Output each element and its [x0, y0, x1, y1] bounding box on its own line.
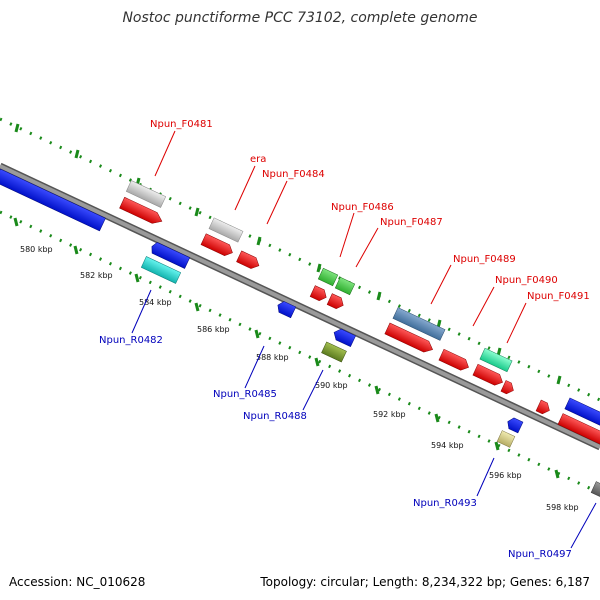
gene-arrow: [208, 217, 244, 243]
tick-label: 582 kbp: [80, 271, 113, 280]
gene-arrow: [140, 256, 182, 284]
tick-label: 590 kbp: [315, 381, 348, 390]
gene-label: Npun_R0485: [213, 389, 277, 400]
tick-label: 598 kbp: [546, 503, 579, 512]
forward-gene-labels: Npun_F0481 era Npun_F0484 Npun_F0486 Npu…: [150, 119, 590, 302]
gene-arrow: [384, 322, 433, 353]
lower-major-ticks: [13, 217, 560, 479]
gene-label: Npun_F0487: [380, 217, 443, 228]
gene-arrow: [438, 348, 469, 371]
gene-arrow: [333, 328, 356, 348]
gene-label: Npun_R0482: [99, 335, 163, 346]
tick-label: 594 kbp: [431, 441, 464, 450]
gene-label: Npun_R0493: [413, 498, 477, 509]
gene-arrow: [500, 380, 514, 395]
reverse-gene-labels: Npun_R0482 Npun_R0485 Npun_R0488 Npun_R0…: [99, 335, 572, 560]
map-title: Nostoc punctiforme PCC 73102, complete g…: [122, 10, 477, 26]
gene-arrow: [326, 293, 344, 309]
genome-summary-text: Topology: circular; Length: 8,234,322 bp…: [259, 575, 590, 589]
upper-scale-track: [0, 117, 600, 402]
gene-label: Npun_F0486: [331, 202, 394, 213]
accession-text: Accession: NC_010628: [9, 575, 145, 589]
gene-arrow: [557, 413, 600, 447]
gene-label: Npun_F0490: [495, 275, 558, 286]
gene-arrow: [334, 276, 356, 296]
reverse-leader-lines: [131, 289, 597, 549]
gene-arrow: [590, 481, 600, 501]
gene-arrow: [309, 285, 327, 301]
gene-arrow: [479, 347, 513, 373]
gene-label: Npun_R0488: [243, 411, 307, 422]
gene-arrow: [0, 168, 106, 232]
gene-arrow: [236, 250, 260, 269]
tick-label: 596 kbp: [489, 471, 522, 480]
gene-arrow: [277, 301, 297, 319]
tick-label: 580 kbp: [20, 245, 53, 254]
tick-labels: 580 kbp 582 kbp 584 kbp 586 kbp 588 kbp …: [20, 245, 579, 512]
gene-label: Npun_F0481: [150, 119, 213, 130]
gene-arrow: [151, 242, 191, 269]
gene-arrow: [496, 430, 516, 448]
lower-scale-track: [0, 210, 600, 495]
gene-label: era: [250, 154, 266, 165]
gene-label: Npun_R0497: [508, 549, 572, 560]
tick-label: 592 kbp: [373, 410, 406, 419]
forward-leader-lines: [154, 130, 527, 344]
gene-arrow: [392, 307, 446, 341]
gene-arrow: [119, 196, 163, 224]
gene-arrow: [321, 341, 347, 363]
gene-arrow: [125, 180, 167, 208]
tick-label: 584 kbp: [139, 298, 172, 307]
gene-arrow: [564, 397, 600, 431]
gene-arrow: [472, 363, 503, 386]
gene-arrow: [317, 267, 339, 287]
gene-label: Npun_F0489: [453, 254, 516, 265]
gene-arrow: [535, 399, 550, 415]
gene-arrow: [507, 417, 524, 434]
genome-backbone: [0, 164, 600, 449]
gene-features: [0, 168, 600, 501]
gene-label: Npun_F0491: [527, 291, 590, 302]
gene-label: Npun_F0484: [262, 169, 325, 180]
tick-label: 588 kbp: [256, 353, 289, 362]
gene-arrow: [200, 233, 233, 256]
tick-label: 586 kbp: [197, 325, 230, 334]
